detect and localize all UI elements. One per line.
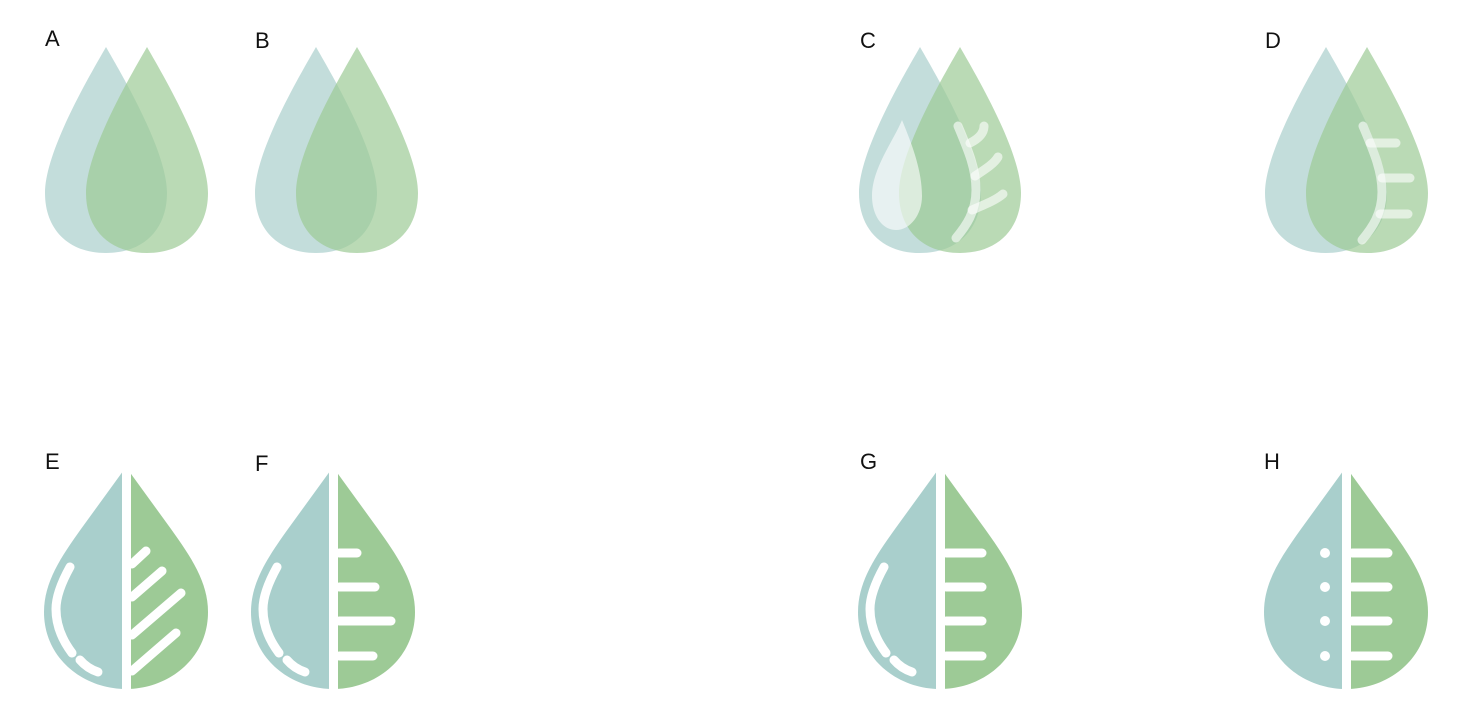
split-drop-even-veins-icon	[858, 462, 1022, 694]
variant-g: G	[858, 449, 1022, 694]
overlapping-drops-leaf-branch-icon	[859, 47, 1021, 253]
variant-f: F	[251, 451, 415, 694]
variant-d: D	[1265, 28, 1428, 253]
variant-label-g: G	[860, 449, 877, 474]
split-drop-varied-veins-icon	[251, 462, 415, 694]
leaf-branch-highlight	[951, 121, 1008, 243]
variant-label-a: A	[45, 26, 60, 51]
overlapping-drops-leaf-vein-icon	[1265, 47, 1428, 253]
variant-c: C	[859, 28, 1021, 253]
overlapping-drops-teal-overlap-icon	[255, 47, 418, 253]
variant-label-f: F	[255, 451, 268, 476]
leaf-vein-highlight	[1357, 121, 1415, 245]
overlapping-drops-icon	[45, 47, 208, 253]
variant-h: H	[1264, 449, 1428, 694]
variant-label-b: B	[255, 28, 270, 53]
variant-label-c: C	[860, 28, 876, 53]
variant-label-d: D	[1265, 28, 1281, 53]
variant-a: A	[45, 26, 208, 253]
variant-label-e: E	[45, 449, 60, 474]
variant-b: B	[255, 28, 418, 253]
split-drop-diagonal-veins-icon	[44, 462, 208, 694]
split-drop-dots-veins-icon	[1264, 462, 1428, 694]
variant-label-h: H	[1264, 449, 1280, 474]
variant-e: E	[44, 449, 208, 694]
small-drop-highlight	[872, 120, 922, 230]
